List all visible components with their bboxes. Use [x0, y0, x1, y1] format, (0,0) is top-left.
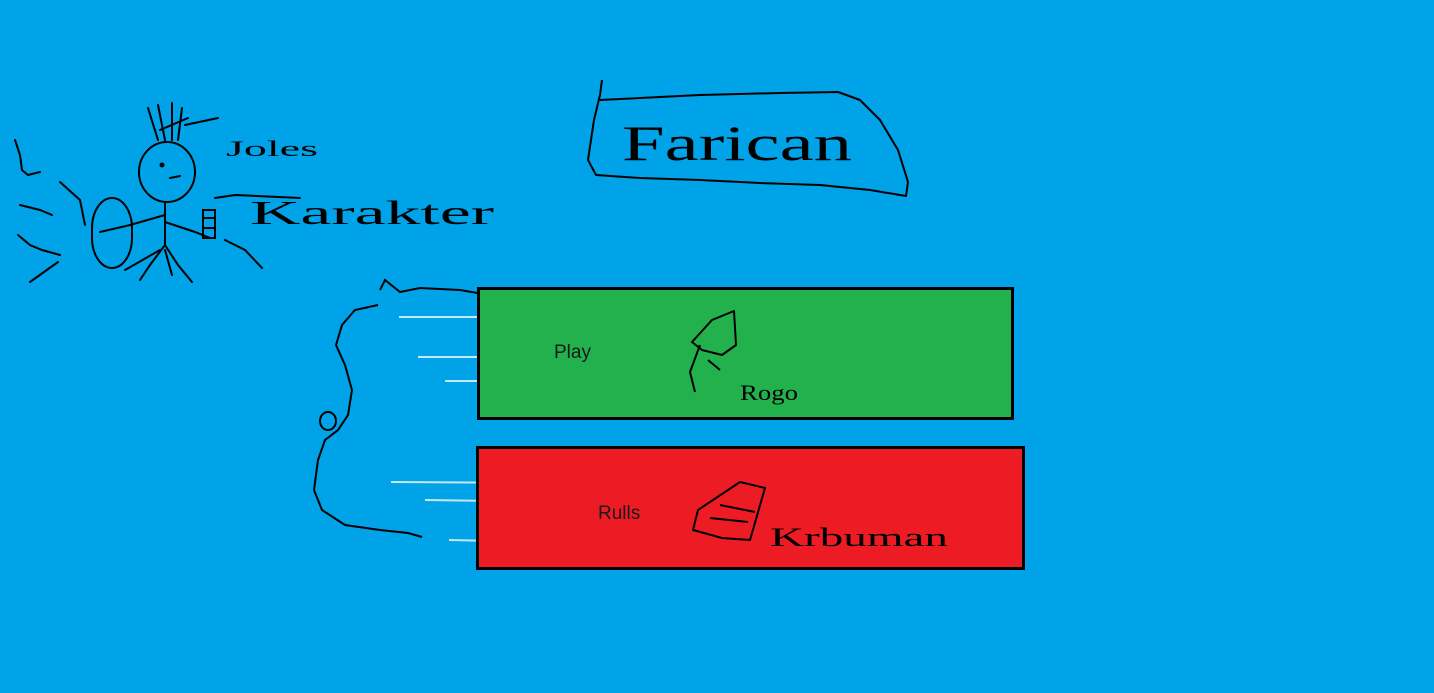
connector-loop [319, 411, 337, 431]
logo-banner-outline [587, 79, 909, 197]
top-label: Joles [226, 136, 318, 161]
rules-button[interactable]: Rulls [476, 446, 1025, 570]
connector-line [312, 304, 423, 538]
play-button-label: Play [554, 342, 591, 363]
logo-text: Farican [622, 115, 852, 171]
character-doodle [14, 102, 301, 283]
rules-button-label: Rulls [598, 503, 641, 524]
play-button[interactable]: Play [477, 287, 1014, 420]
character-label: Karakter [250, 195, 495, 232]
